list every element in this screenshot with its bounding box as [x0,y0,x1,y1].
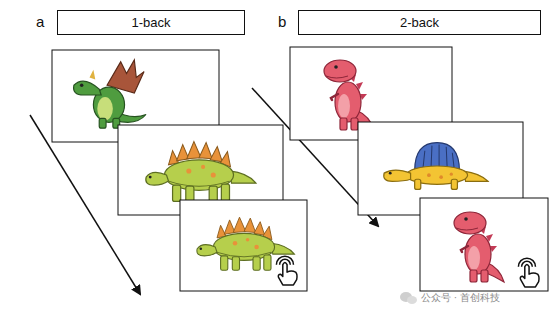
panel-letter: b [278,13,286,30]
header-text: 1-back [131,15,170,30]
t-rex [324,60,374,130]
header-text: 2-back [400,15,439,30]
watermark: 公众号 · 首创科技 [421,291,500,305]
watermark-icon [400,292,417,304]
condition-header: 1-back [57,10,245,35]
t-rex [454,212,504,282]
tap-hand [518,258,539,287]
panel-letter: a [36,13,44,30]
tap-hand [276,256,297,285]
stimulus-card [180,200,307,291]
stimulus-card [420,198,548,291]
dragon [74,60,146,128]
stegosaurus [146,141,256,201]
dimetrodon [384,143,488,190]
condition-header: 2-back [298,10,541,35]
